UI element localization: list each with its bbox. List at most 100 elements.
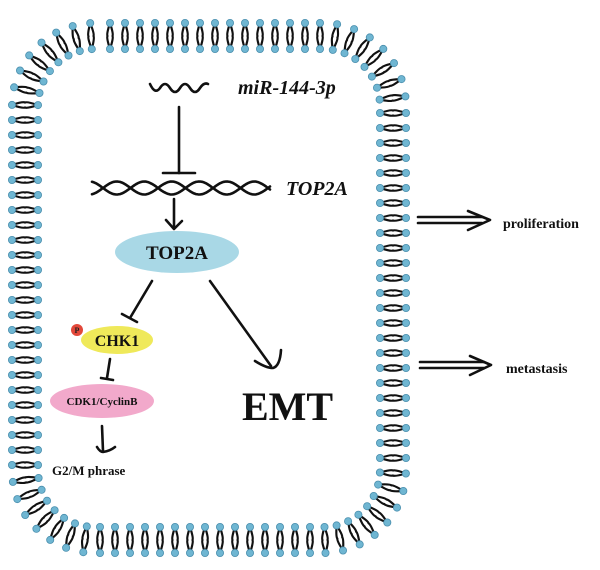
phospholipid <box>7 280 43 289</box>
inhibition-chk1-to-cdk1 <box>99 357 115 382</box>
lipid-head-inner <box>140 549 149 558</box>
lipid-head-inner <box>401 363 410 372</box>
lipid-head-outer <box>75 47 84 56</box>
lipid-tail <box>379 124 407 132</box>
phospholipid <box>375 124 410 133</box>
phospholipid <box>305 523 314 558</box>
lipid-head-outer <box>340 49 349 58</box>
lipid-tail <box>11 311 39 319</box>
lipid-head-outer <box>34 265 43 274</box>
lipid-tail <box>366 505 389 524</box>
lipid-tail <box>246 526 254 554</box>
phospholipid <box>7 116 43 125</box>
lipid-head-inner <box>7 100 16 109</box>
lipid-head-outer <box>34 473 43 482</box>
lipid-head-inner <box>7 295 16 304</box>
phospholipid <box>363 502 392 527</box>
lipid-head-outer <box>354 510 363 519</box>
phospholipid <box>7 265 43 274</box>
lipid-head-outer <box>328 45 337 54</box>
lipid-tail <box>171 526 179 554</box>
lipid-tail <box>379 379 407 387</box>
lipid-head-inner <box>7 355 16 364</box>
lipid-head-inner <box>185 549 194 558</box>
lipid-head-inner <box>7 415 16 424</box>
lipid-head-outer <box>375 168 384 177</box>
lipid-head-outer <box>34 385 43 394</box>
lipid-head-outer <box>344 517 353 526</box>
lipid-tail <box>271 22 279 50</box>
lipid-head-outer <box>35 89 44 98</box>
lipid-head-outer <box>60 513 69 522</box>
g2m-label: G2/M phrase <box>52 463 126 478</box>
lipid-tail <box>186 526 194 554</box>
lipid-head-inner <box>135 18 144 27</box>
phospholipid <box>126 523 135 558</box>
lipid-head-inner <box>401 393 410 402</box>
phospholipid <box>7 295 43 304</box>
phospholipid <box>7 205 43 214</box>
lipid-head-outer <box>360 62 369 71</box>
lipid-tail <box>11 191 39 199</box>
phospholipid <box>375 333 410 342</box>
inhibition-top2a-to-chk1 <box>120 279 154 324</box>
lipid-head-inner <box>170 549 179 558</box>
lipid-tail <box>379 469 407 477</box>
lipid-head-inner <box>25 51 34 60</box>
lipid-head-inner <box>401 228 410 237</box>
cell-membrane <box>7 18 410 558</box>
lipid-head-outer <box>375 213 384 222</box>
lipid-tail <box>35 509 56 530</box>
lipid-head-inner <box>401 183 410 192</box>
lipid-tail <box>379 304 407 312</box>
lipid-tail <box>19 69 45 83</box>
lipid-head-inner <box>401 408 410 417</box>
lipid-head-inner <box>399 486 408 495</box>
lipid-tail <box>12 475 40 485</box>
lipid-head-outer <box>64 51 73 60</box>
lipid-tail <box>354 36 371 60</box>
lipid-head-inner <box>300 18 309 27</box>
phospholipid <box>7 175 43 184</box>
lipid-head-outer <box>375 258 384 267</box>
lipid-head-inner <box>401 92 410 101</box>
lipid-head-inner <box>230 549 239 558</box>
lipid-head-inner <box>401 168 410 177</box>
lipid-tail <box>379 214 407 222</box>
phospholipid <box>7 250 43 259</box>
phospholipid <box>375 198 410 207</box>
lipid-head-outer <box>34 220 43 229</box>
lipid-tail <box>379 139 407 147</box>
lipid-head-inner <box>180 18 189 27</box>
phospholipid <box>215 523 224 558</box>
lipid-head-inner <box>270 18 279 27</box>
lipid-tail <box>301 22 309 50</box>
lipid-tail <box>11 431 39 439</box>
lipid-head-outer <box>34 400 43 409</box>
cdk1-cyclinb-node: CDK1/CyclinB <box>50 384 154 418</box>
lipid-head-inner <box>401 453 410 462</box>
lipid-head-inner <box>7 250 16 259</box>
phospholipid <box>354 510 379 539</box>
chk1-label: CHK1 <box>95 333 139 350</box>
phospholipid <box>230 523 239 558</box>
lipid-head-outer <box>375 109 384 118</box>
lipid-tail <box>11 101 39 109</box>
phospholipid <box>7 160 43 169</box>
phospholipid <box>46 513 69 544</box>
lipid-tail <box>379 409 407 417</box>
lipid-head-outer <box>34 295 43 304</box>
lipid-tail <box>126 526 134 554</box>
lipid-tail <box>40 41 60 64</box>
lipid-head-inner <box>260 549 269 558</box>
phospholipid <box>25 51 54 76</box>
lipid-head-outer <box>375 423 384 432</box>
phospholipid <box>375 273 410 282</box>
lipid-head-inner <box>350 25 359 34</box>
lipid-head-outer <box>195 45 204 54</box>
lipid-head-outer <box>34 325 43 334</box>
lipid-head-outer <box>34 250 43 259</box>
proliferation-label: proliferation <box>503 217 579 232</box>
phospholipid <box>320 523 330 558</box>
lipid-head-inner <box>8 477 17 486</box>
